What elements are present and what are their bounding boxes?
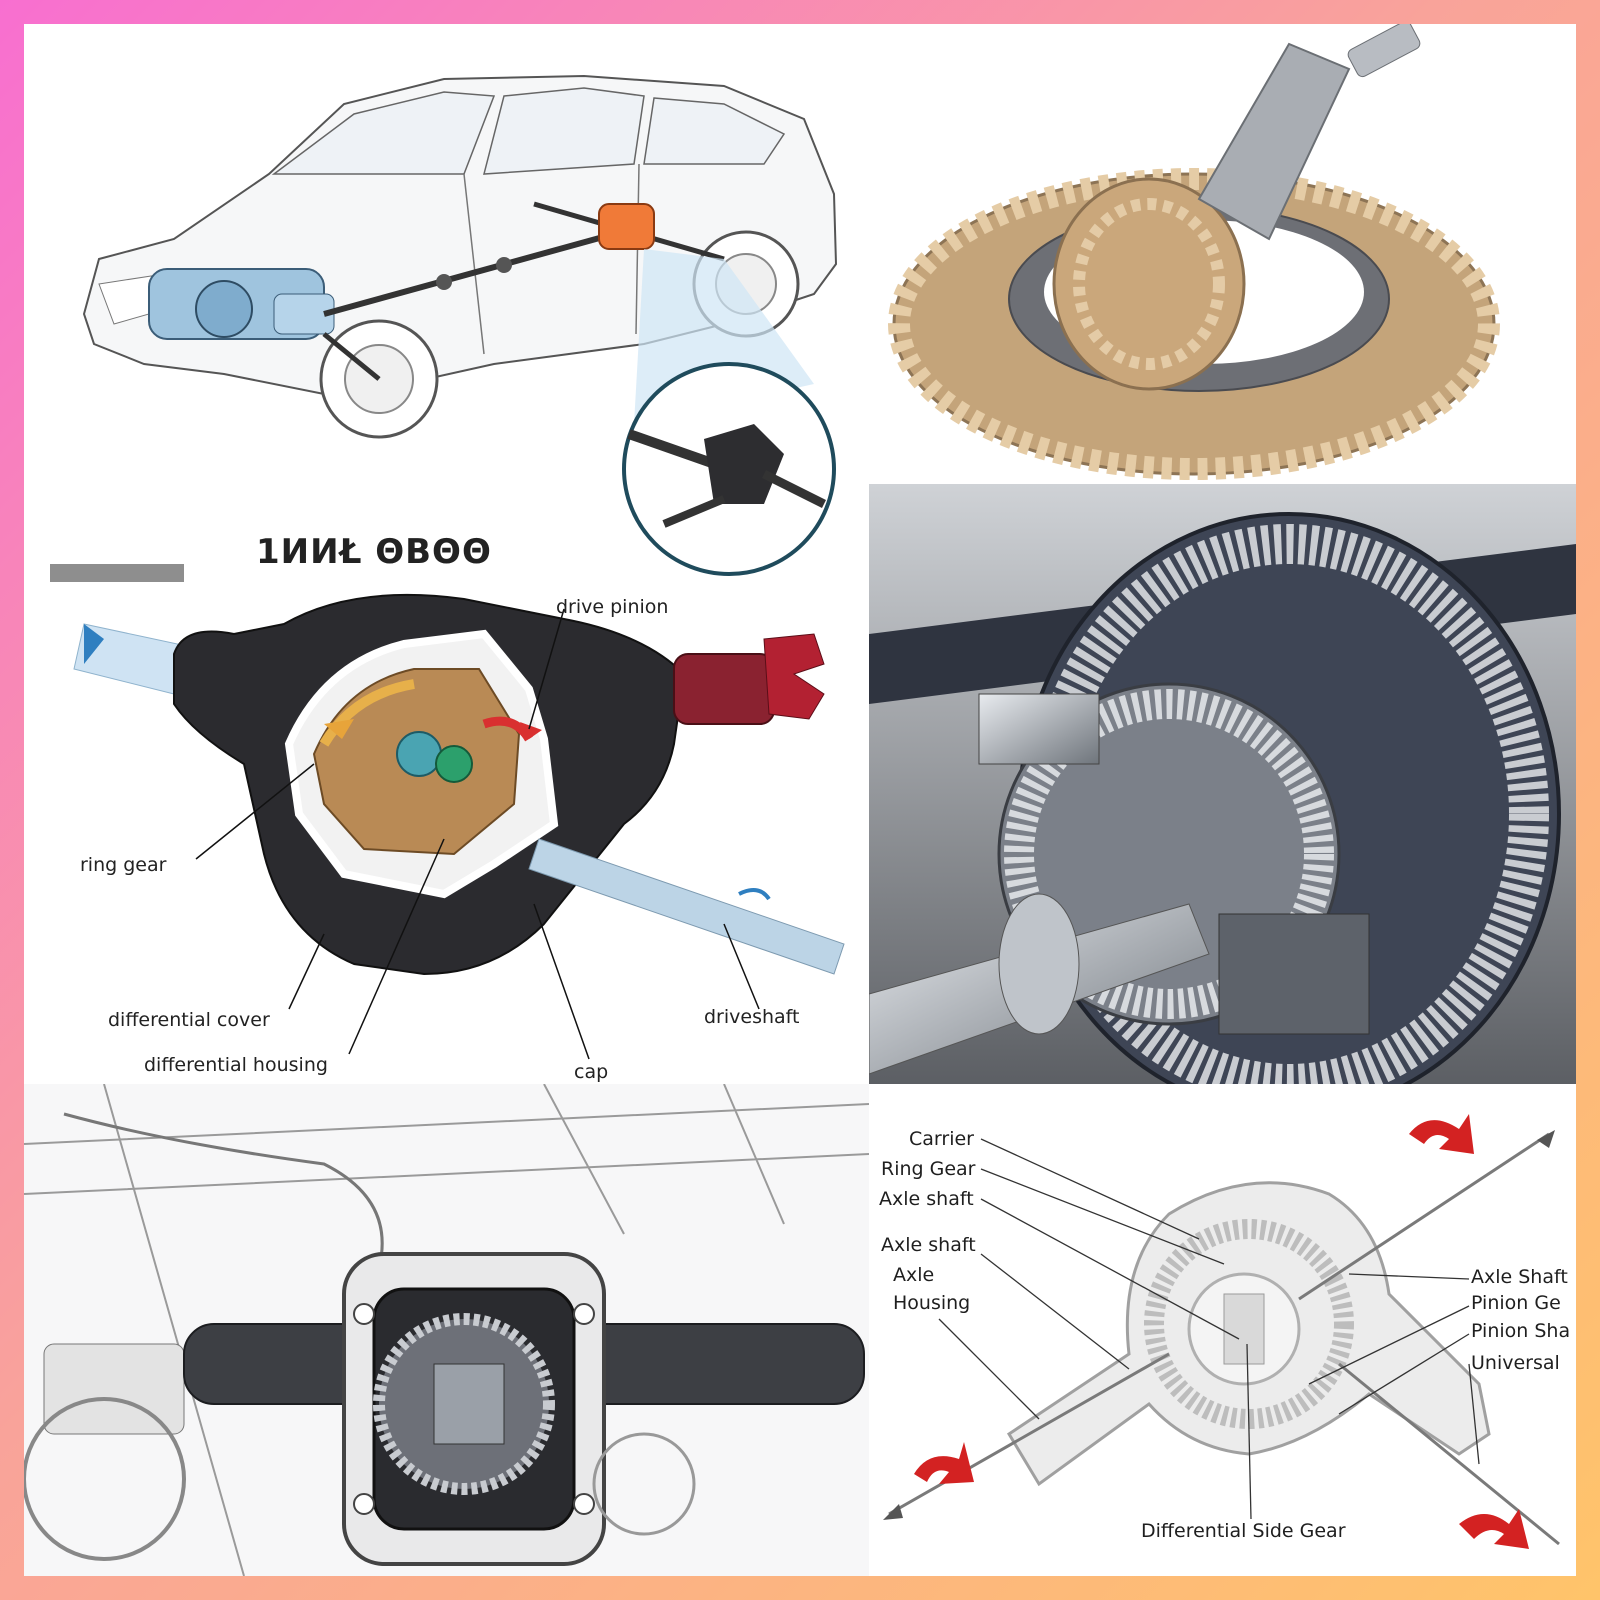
leader-differential-cover [288, 933, 325, 1010]
leader-axle-housing [938, 1318, 1040, 1420]
label-axle: Axle [893, 1264, 935, 1286]
label-ring-gear: ring gear [80, 854, 167, 876]
leader-drive-pinion [528, 608, 565, 730]
label-carrier: Carrier [909, 1128, 974, 1150]
leader-differential-housing [348, 838, 445, 1055]
gear-render-panel [869, 484, 1576, 1084]
label-axle-shaft-1: Axle shaft [879, 1188, 974, 1210]
label-pinion-shaft: Pinion Sha [1471, 1320, 1571, 1342]
leader-driveshaft [723, 923, 760, 1010]
labeled-diagram-panel: Carrier Ring Gear Axle shaft Axle shaft … [869, 1084, 1576, 1576]
label-drive-pinion: drive pinion [556, 596, 669, 618]
leader-differential-side-gear [1246, 1343, 1252, 1520]
leader-universal [1468, 1363, 1480, 1465]
label-driveshaft: driveshaft [704, 1006, 800, 1028]
label-cap: cap [574, 1061, 609, 1083]
leader-axle-shaft-right [1348, 1273, 1470, 1280]
differential-cutaway-panel: 1ИИŁ ΘΒΘΘ [24, 504, 869, 1084]
leader-pinion-gear [1308, 1305, 1470, 1385]
leader-ring-gear [980, 1168, 1225, 1265]
leader-ring-gear [195, 763, 315, 860]
label-universal: Universal [1471, 1352, 1560, 1374]
leader-axle-shaft-1 [980, 1198, 1240, 1340]
label-differential-housing: differential housing [144, 1054, 328, 1076]
label-pinion-gear: Pinion Ge [1471, 1292, 1561, 1314]
axle-sketch-panel [24, 1084, 869, 1576]
leader-pinion-shaft [1338, 1333, 1470, 1415]
label-differential-side-gear: Differential Side Gear [1141, 1520, 1346, 1542]
differential-gear-render [869, 484, 1576, 1084]
collage-canvas: 1ИИŁ ΘΒΘΘ [24, 24, 1576, 1576]
label-axle-shaft-2: Axle shaft [881, 1234, 976, 1256]
axle-sketch-illustration [24, 1084, 869, 1576]
cutaway-illustration [73, 593, 845, 1060]
label-axle-shaft-right: Axle Shaft [1471, 1266, 1568, 1288]
labeled-axle-diagram [869, 1084, 1576, 1576]
label-differential-cover: differential cover [108, 1009, 270, 1031]
leader-cap [533, 903, 590, 1060]
panel-title: 1ИИŁ ΘΒΘΘ [256, 532, 492, 572]
leader-carrier [980, 1138, 1200, 1240]
leader-axle-shaft-2 [980, 1253, 1130, 1370]
grey-bar [50, 564, 184, 582]
ring-pinion-photo-panel [869, 24, 1576, 484]
ring-pinion-gear-image [869, 24, 1576, 484]
label-housing: Housing [893, 1292, 971, 1314]
car-driveline-panel [24, 24, 854, 584]
label-ring-gear: Ring Gear [881, 1158, 976, 1180]
car-illustration [82, 74, 838, 576]
